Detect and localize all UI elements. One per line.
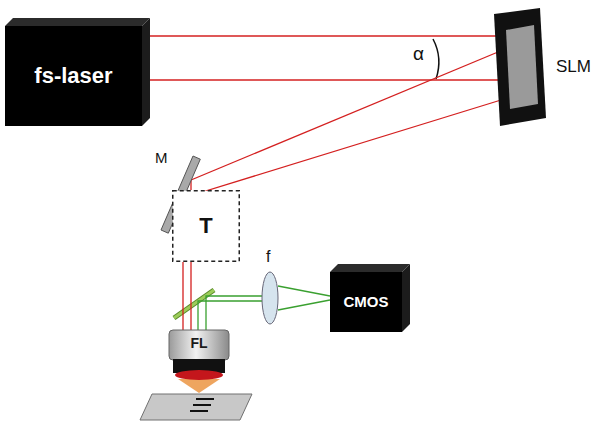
laser-beam	[183, 52, 501, 198]
beam-splitter	[174, 290, 214, 318]
beam-line	[191, 52, 498, 180]
imaging-beam	[198, 296, 262, 330]
node-label: SLM	[556, 58, 591, 77]
angle-arc	[433, 39, 439, 79]
beam-line	[183, 100, 501, 198]
node-label: fs-laser	[34, 64, 112, 88]
lens-shape	[262, 272, 278, 324]
beam-line	[278, 286, 330, 296]
sample-slide	[140, 394, 252, 420]
telescope-box: T	[172, 190, 240, 262]
beam-line	[206, 296, 262, 330]
node-label: T	[199, 214, 212, 238]
box-top-face	[5, 18, 150, 26]
box-top-face	[330, 264, 410, 272]
node-label: M	[155, 150, 168, 167]
objective-body	[169, 330, 229, 360]
objective: FL	[166, 330, 232, 382]
written-lines	[190, 399, 214, 411]
imaging-beam	[278, 286, 330, 310]
dashed-outline	[173, 191, 240, 262]
laser-beam	[183, 262, 191, 330]
lens: f	[262, 272, 278, 324]
beam-line	[150, 79, 498, 80]
beam-line	[278, 300, 330, 310]
node-label: f	[266, 248, 270, 266]
box-side-face	[142, 18, 150, 126]
node-label: CMOS	[344, 294, 389, 311]
beam-line	[150, 35, 496, 36]
node-label: FL	[190, 336, 207, 351]
beam-splitter-face	[174, 290, 214, 318]
box-front-face	[5, 26, 142, 126]
beam-line	[190, 262, 191, 330]
lens-body	[262, 272, 278, 324]
slm-panel-shape	[490, 8, 548, 126]
slm-display	[506, 25, 538, 109]
laser-box: fs-laser	[5, 18, 150, 126]
slm-frame	[494, 8, 546, 126]
focused-beam	[178, 379, 220, 393]
beam-line	[182, 262, 183, 330]
angle-label: α	[413, 44, 424, 65]
camera-box: CMOS	[330, 264, 410, 332]
box-front-face	[330, 272, 402, 332]
objective-aperture	[175, 370, 223, 380]
beam-line	[198, 301, 262, 330]
slm-panel: SLM	[490, 8, 548, 126]
box-side-face	[402, 264, 410, 332]
